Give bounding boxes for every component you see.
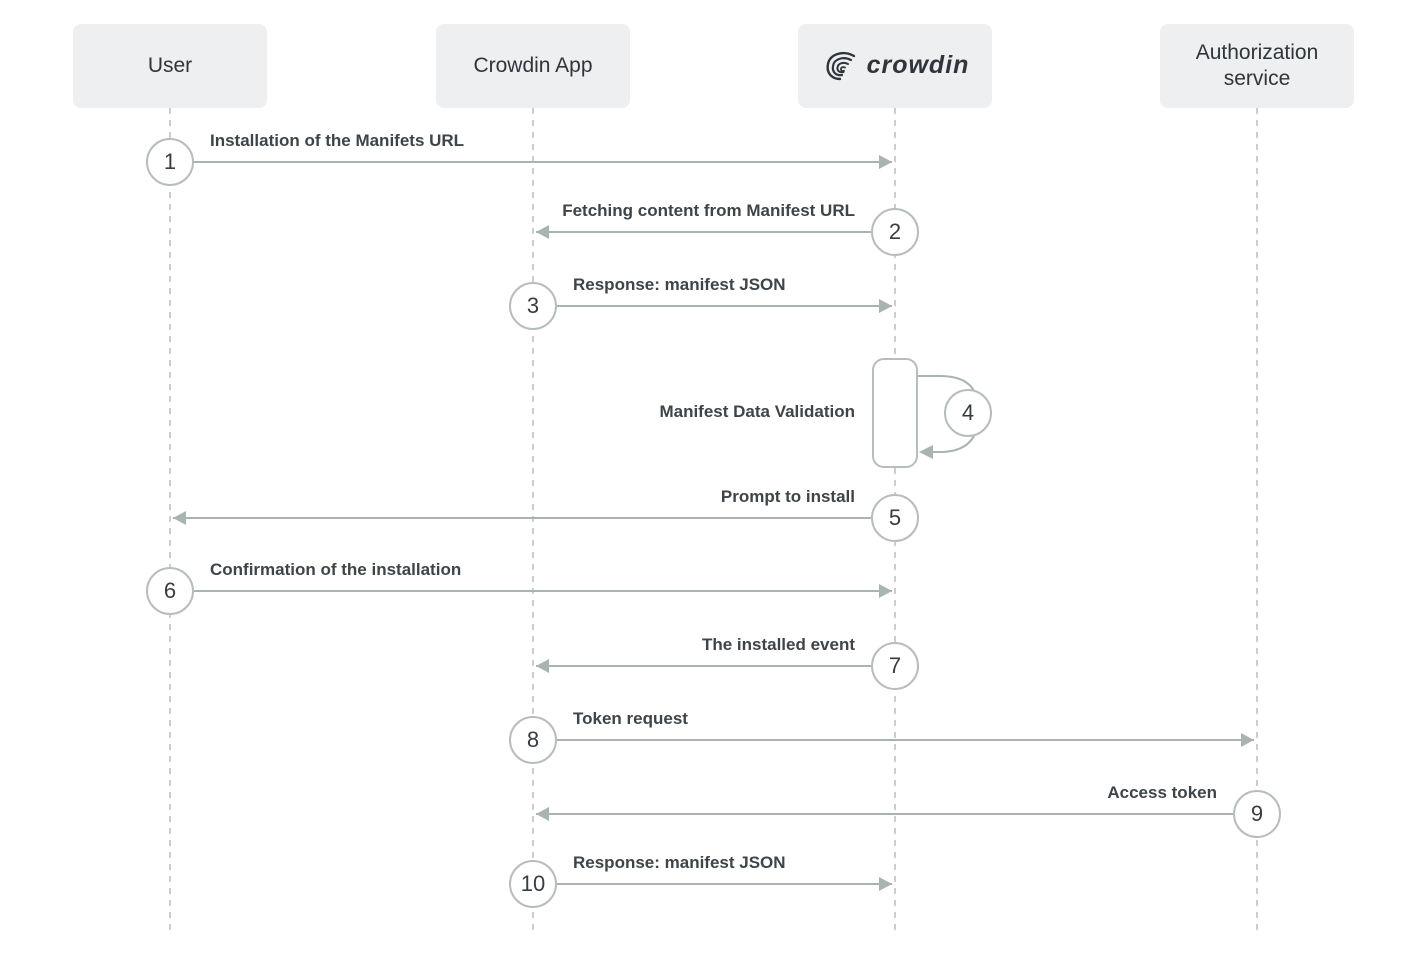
step-circle-10: 10	[509, 860, 557, 908]
message-line	[173, 517, 871, 519]
message-label-4: Manifest Data Validation	[659, 402, 855, 421]
step-number: 4	[961, 400, 975, 425]
message-arrow-5	[173, 511, 871, 525]
step-circle-8: 8	[509, 716, 557, 764]
step-circle-9: 9	[1233, 790, 1281, 838]
arrowhead-icon	[879, 299, 892, 313]
message-label-9: Access token	[1107, 783, 1217, 802]
step-number: 9	[1250, 801, 1264, 826]
message-arrow-7	[536, 659, 871, 673]
step-circle-5: 5	[871, 494, 919, 542]
arrowhead-icon	[879, 877, 892, 891]
arrowhead-icon	[173, 511, 186, 525]
message-arrow-8	[557, 733, 1254, 747]
arrowhead-icon	[536, 659, 549, 673]
actor-user: User	[73, 24, 267, 108]
crowdin-wordmark: crowdin	[866, 51, 970, 80]
message-label-8: Token request	[573, 709, 688, 728]
step-circle-3: 3	[509, 282, 557, 330]
actor-label: Crowdin App	[473, 53, 593, 77]
actor-crowdin: crowdin	[798, 24, 992, 108]
arrowhead-icon	[879, 155, 892, 169]
message-arrow-2	[536, 225, 871, 239]
message-label-10: Response: manifest JSON	[573, 853, 786, 872]
step-circle-2: 2	[871, 208, 919, 256]
step-number: 1	[163, 149, 177, 174]
arrowhead-icon	[1241, 733, 1254, 747]
message-arrow-3	[557, 299, 892, 313]
actor-label: User	[147, 53, 193, 77]
message-line	[557, 739, 1254, 741]
message-line	[536, 813, 1233, 815]
message-arrow-6	[194, 584, 892, 598]
message-label-1: Installation of the Manifets URL	[210, 131, 465, 150]
step-number: 7	[888, 653, 902, 678]
step-circle-7: 7	[871, 642, 919, 690]
message-line	[557, 883, 892, 885]
step-circle-6: 6	[146, 567, 194, 615]
actor-auth-service: Authorization service	[1160, 24, 1354, 108]
message-line	[536, 231, 871, 233]
message-label-2: Fetching content from Manifest URL	[562, 201, 855, 220]
message-label-5: Prompt to install	[720, 487, 855, 506]
message-arrow-10	[557, 877, 892, 891]
lifeline-auth-service	[1256, 108, 1258, 930]
actor-crowdin-app: Crowdin App	[436, 24, 630, 108]
crowdin-logo: crowdin	[821, 49, 970, 83]
message-label-6: Confirmation of the installation	[210, 560, 462, 579]
step-circle-1: 1	[146, 138, 194, 186]
message-label-7: The installed event	[701, 635, 855, 654]
lifeline-user	[169, 108, 171, 930]
activation-box	[872, 358, 918, 468]
actor-label: Authorization service	[1195, 40, 1319, 90]
step-circle-4: 4	[944, 389, 992, 437]
crowdin-logo-icon	[825, 52, 855, 81]
message-arrow-1	[194, 155, 892, 169]
step-number: 2	[888, 219, 902, 244]
step-number: 8	[526, 727, 540, 752]
step-number: 5	[888, 505, 902, 530]
arrowhead-icon	[536, 225, 549, 239]
message-arrow-9	[536, 807, 1233, 821]
message-line	[194, 590, 892, 592]
step-number: 3	[526, 293, 540, 318]
lifeline-crowdin-app	[532, 108, 534, 930]
arrowhead-icon	[536, 807, 549, 821]
step-number: 10	[520, 871, 546, 896]
message-line	[557, 305, 892, 307]
message-label-3: Response: manifest JSON	[573, 275, 786, 294]
message-line	[536, 665, 871, 667]
message-line	[194, 161, 892, 163]
step-number: 6	[163, 578, 177, 603]
arrowhead-icon	[879, 584, 892, 598]
